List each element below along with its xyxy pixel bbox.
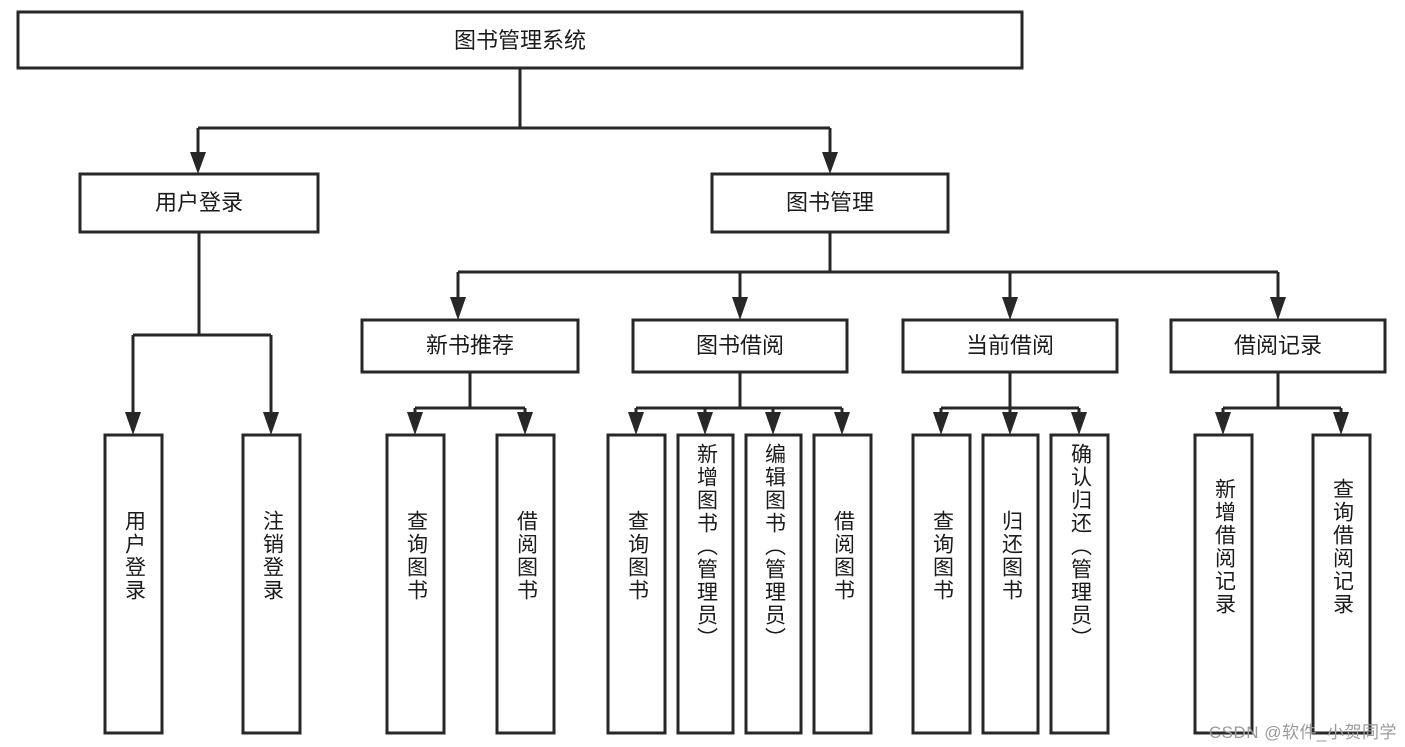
arrow-head-icon bbox=[1002, 412, 1018, 435]
arrow-head-icon bbox=[450, 297, 466, 320]
arrow-head-icon bbox=[1002, 297, 1018, 320]
leaf-box-current-borrow-2[interactable] bbox=[1049, 433, 1110, 735]
node-new-book-recommend-label: 新书推荐 bbox=[426, 333, 514, 358]
arrow-head-icon bbox=[517, 412, 533, 435]
node-user-login-box[interactable] bbox=[78, 172, 320, 234]
leaf-box-current-borrow-1[interactable] bbox=[981, 433, 1040, 735]
arrow-head-icon bbox=[933, 412, 949, 435]
leaf-box-new-book-recommend-1[interactable] bbox=[495, 433, 556, 735]
node-user-login[interactable]: 用户登录 bbox=[78, 172, 320, 234]
node-root-label: 图书管理系统 bbox=[454, 28, 586, 53]
leaf-box-current-borrow-0[interactable] bbox=[911, 433, 972, 735]
leaf-box-user-login-0[interactable] bbox=[103, 433, 164, 735]
connector-book-management-to-level2 bbox=[450, 232, 1286, 320]
connector-borrow-record-to-leaves bbox=[1215, 372, 1349, 435]
arrow-head-icon bbox=[1270, 297, 1286, 320]
arrow-head-icon bbox=[1333, 412, 1349, 435]
node-book-borrow-label: 图书借阅 bbox=[696, 333, 784, 358]
node-borrow-record[interactable]: 借阅记录 bbox=[1169, 318, 1387, 374]
connector-user-login-to-leaves bbox=[125, 232, 279, 435]
node-new-book-recommend[interactable]: 新书推荐 bbox=[360, 318, 580, 374]
arrow-head-icon bbox=[765, 412, 781, 435]
leaf-box-book-borrow-1[interactable] bbox=[676, 433, 735, 735]
arrow-head-icon bbox=[697, 412, 713, 435]
node-book-management[interactable]: 图书管理 bbox=[710, 172, 950, 234]
node-user-login-label: 用户登录 bbox=[155, 190, 243, 215]
arrow-head-icon bbox=[407, 412, 423, 435]
leaf-box-user-login-1[interactable] bbox=[241, 433, 302, 735]
node-borrow-record-label: 借阅记录 bbox=[1234, 333, 1322, 358]
leaf-box-borrow-record-0[interactable] bbox=[1193, 433, 1254, 735]
arrow-head-icon bbox=[125, 412, 141, 435]
connector-book-borrow-to-leaves bbox=[628, 372, 850, 435]
arrow-head-icon bbox=[628, 412, 644, 435]
node-book-borrow[interactable]: 图书借阅 bbox=[631, 318, 849, 374]
leaf-box-book-borrow-3[interactable] bbox=[812, 433, 873, 735]
leaf-box-borrow-record-1[interactable] bbox=[1311, 433, 1372, 735]
node-current-borrow[interactable]: 当前借阅 bbox=[901, 318, 1119, 374]
connector-root-to-level1 bbox=[190, 68, 838, 174]
arrow-head-icon bbox=[834, 412, 850, 435]
arrow-head-icon bbox=[1071, 412, 1087, 435]
connector-current-borrow-to-leaves bbox=[933, 372, 1087, 435]
node-root-box[interactable] bbox=[16, 10, 1024, 70]
node-book-management-label: 图书管理 bbox=[786, 190, 874, 215]
node-current-borrow-label: 当前借阅 bbox=[966, 333, 1054, 358]
arrow-head-icon bbox=[1215, 412, 1231, 435]
arrow-head-icon bbox=[732, 297, 748, 320]
leaf-box-book-borrow-0[interactable] bbox=[606, 433, 667, 735]
node-root[interactable]: 图书管理系统 bbox=[16, 10, 1024, 70]
leaf-box-book-borrow-2[interactable] bbox=[744, 433, 803, 735]
connector-new-book-recommend-to-leaves bbox=[407, 372, 533, 435]
arrow-head-icon bbox=[190, 152, 206, 174]
node-current-borrow-box[interactable] bbox=[901, 318, 1119, 374]
leaf-box-new-book-recommend-0[interactable] bbox=[385, 433, 446, 735]
arrow-head-icon bbox=[263, 412, 279, 435]
csdn-watermark: CSDN @软件_小贺同学 bbox=[1208, 723, 1397, 742]
arrow-head-icon bbox=[822, 152, 838, 174]
node-new-book-recommend-box[interactable] bbox=[360, 318, 580, 374]
